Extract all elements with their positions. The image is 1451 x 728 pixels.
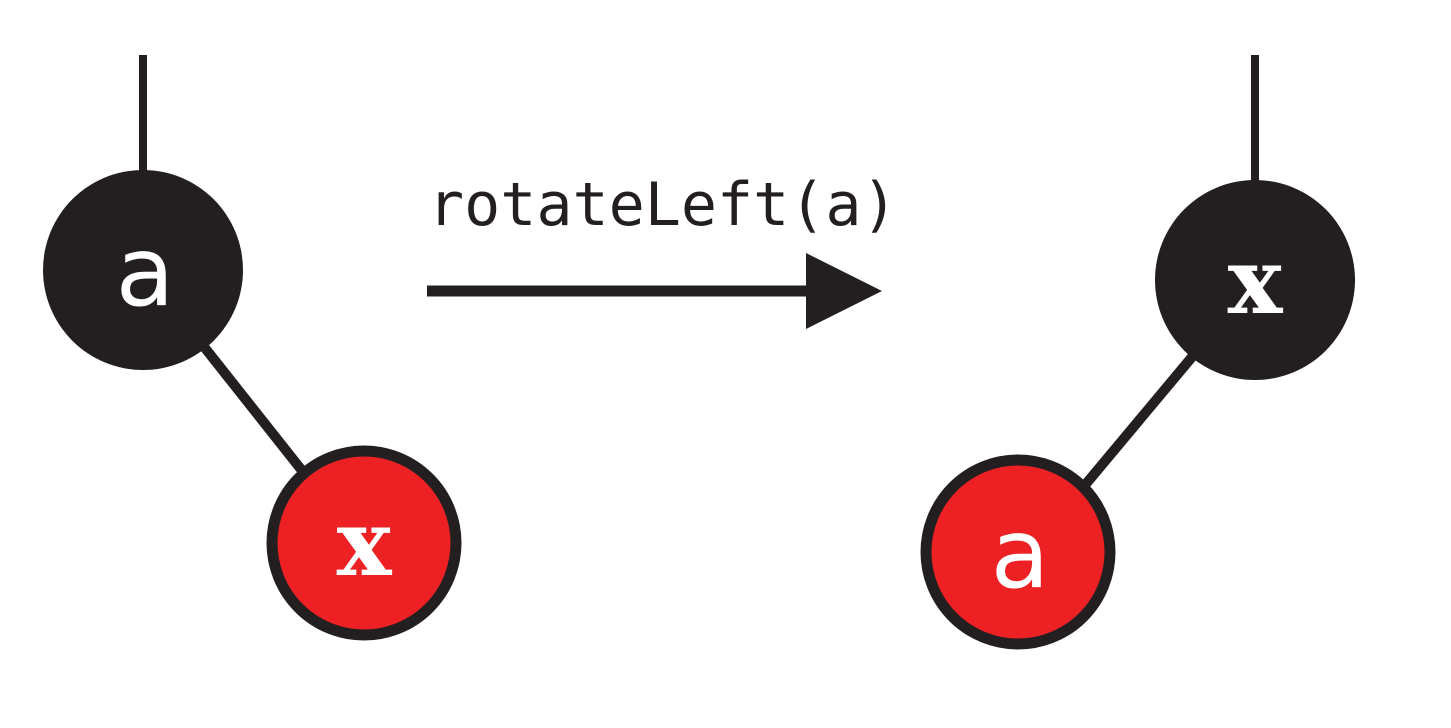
after-node-a-label: a <box>991 498 1050 610</box>
after-edge-root-to-left-child <box>1071 353 1196 501</box>
arrow-head <box>806 253 882 329</box>
before-edge-root-to-right-child <box>201 344 319 491</box>
before-tree: x a <box>43 55 462 641</box>
after-node-x[interactable]: x <box>1155 180 1355 380</box>
before-node-a-label: a <box>116 216 175 328</box>
after-node-a-circle[interactable] <box>920 454 1116 650</box>
right-arrow-icon <box>427 253 882 329</box>
after-node-x-circle[interactable] <box>1155 180 1355 380</box>
after-node-a[interactable]: a <box>920 454 1116 650</box>
rotation-operation: rotateLeft(a) <box>427 170 898 329</box>
after-node-x-label: x <box>1228 227 1284 335</box>
before-node-x-label: x <box>337 489 393 597</box>
before-node-x-circle[interactable] <box>266 445 462 641</box>
after-tree: a x <box>920 55 1355 650</box>
operation-label: rotateLeft(a) <box>428 170 898 240</box>
before-node-a-circle[interactable] <box>43 170 243 370</box>
before-node-x[interactable]: x <box>266 445 462 641</box>
before-node-a[interactable]: a <box>43 170 243 370</box>
